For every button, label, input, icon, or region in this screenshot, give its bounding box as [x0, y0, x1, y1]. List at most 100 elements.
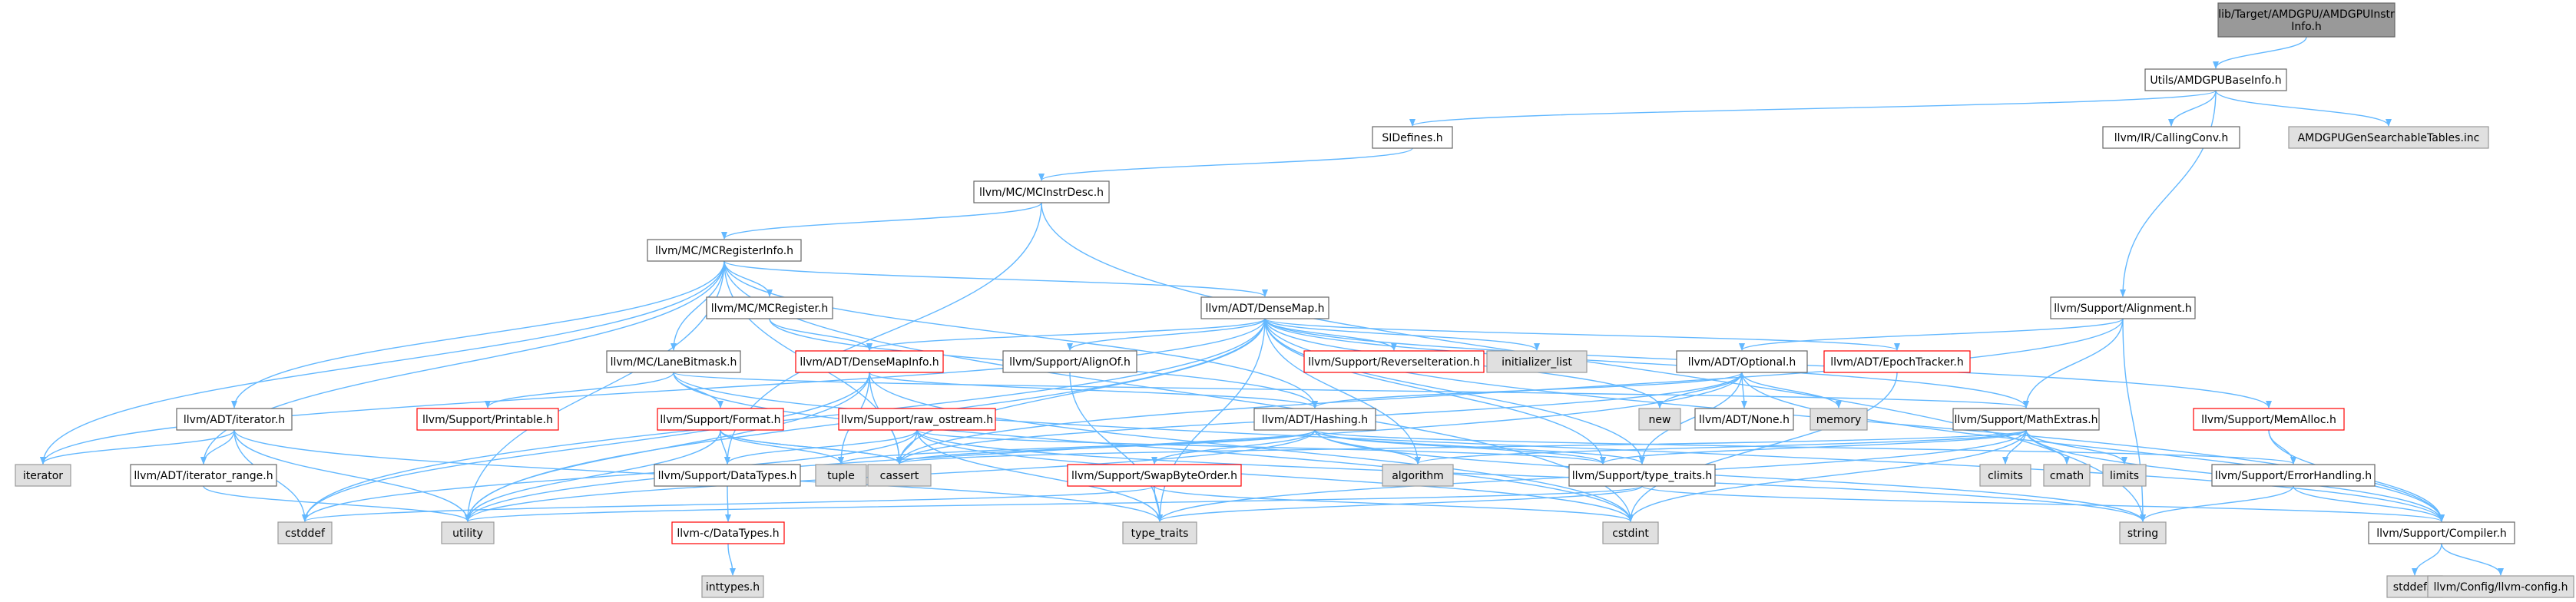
node-label: llvm/Support/type_traits.h [1572, 470, 1713, 482]
node-box [1002, 350, 1137, 373]
edge-iterator_h-to-iterrange [200, 429, 235, 465]
node-cstdint[interactable]: cstdint [1602, 521, 1659, 544]
node-errorhandling[interactable]: llvm/Support/ErrorHandling.h [2211, 464, 2376, 487]
node-new[interactable]: new [1638, 408, 1681, 431]
edge-mathextras-to-climits [2002, 429, 2027, 465]
node-climits[interactable]: climits [1979, 464, 2031, 487]
node-box [2119, 521, 2167, 544]
node-iterrange[interactable]: llvm/ADT/iterator_range.h [130, 464, 277, 487]
node-label: new [1649, 414, 1671, 426]
node-densemap[interactable]: llvm/ADT/DenseMap.h [1200, 296, 1329, 319]
edge-format-to-cstdio [720, 429, 902, 465]
node-datatypes[interactable]: llvm/Support/DataTypes.h [654, 464, 801, 487]
node-mcinstrdesc[interactable]: llvm/MC/MCInstrDesc.h [973, 180, 1110, 203]
node-llvmconfig[interactable]: llvm/Config/llvm-config.h [2427, 575, 2574, 598]
node-mcreginfo[interactable]: llvm/MC/MCRegisterInfo.h [647, 239, 802, 262]
edge-optional-to-memory [1741, 372, 1842, 408]
node-sidefines[interactable]: SIDefines.h [1372, 126, 1453, 149]
node-cdatatypes[interactable]: llvm-c/DataTypes.h [671, 521, 785, 544]
node-label: lib/Target/AMDGPU/AMDGPUInstr [2218, 8, 2395, 21]
node-format[interactable]: llvm/Support/Format.h [657, 408, 784, 431]
node-mcregister[interactable]: llvm/MC/MCRegister.h [706, 296, 833, 319]
node-reverseiter[interactable]: llvm/Support/ReverseIteration.h [1303, 350, 1485, 373]
node-compiler[interactable]: llvm/Support/Compiler.h [2368, 521, 2515, 544]
node-cassert[interactable]: cassert [867, 464, 932, 487]
node-none[interactable]: llvm/ADT/None.h [1694, 408, 1794, 431]
edge-mcinstrdesc-to-string [1041, 202, 2146, 522]
node-label: cstdint [1612, 528, 1649, 540]
node-box [1067, 464, 1242, 487]
node-string[interactable]: string [2119, 521, 2167, 544]
node-box [1382, 464, 1454, 487]
node-epoch[interactable]: llvm/ADT/EpochTracker.h [1823, 350, 1971, 373]
node-label: llvm/ADT/None.h [1699, 414, 1790, 426]
node-typetraits[interactable]: type_traits [1122, 521, 1197, 544]
node-label: llvm/MC/MCRegister.h [711, 303, 829, 315]
edge-mcreginfo-to-iterator [40, 260, 725, 465]
edge-errorhandling-to-compiler [2293, 485, 2445, 522]
node-box [130, 464, 277, 487]
node-cstddef[interactable]: cstddef [277, 521, 333, 544]
node-cmath[interactable]: cmath [2043, 464, 2091, 487]
node-typetraits_h[interactable]: llvm/Support/type_traits.h [1568, 464, 1716, 487]
node-initlist[interactable]: initializer_list [1486, 350, 1588, 373]
node-utility[interactable]: utility [441, 521, 495, 544]
node-box [1809, 408, 1868, 431]
node-box [2193, 408, 2345, 431]
edge-mcregister-to-densemapinfo [769, 318, 872, 351]
node-densemapinfo[interactable]: llvm/ADT/DenseMapInfo.h [795, 350, 944, 373]
node-baseinfo[interactable]: Utils/AMDGPUBaseInfo.h [2144, 68, 2287, 91]
node-label: llvm/MC/MCInstrDesc.h [979, 187, 1104, 199]
node-label: llvm/ADT/DenseMapInfo.h [800, 356, 939, 369]
node-limits[interactable]: limits [2102, 464, 2147, 487]
node-alignof[interactable]: llvm/Support/AlignOf.h [1002, 350, 1137, 373]
node-inttypes[interactable]: inttypes.h [701, 575, 764, 598]
node-box [2043, 464, 2091, 487]
edge-rawostream-to-typetraits [916, 429, 1163, 522]
node-label: memory [1816, 414, 1862, 426]
node-printable[interactable]: llvm/Support/Printable.h [416, 408, 559, 431]
node-algorithm[interactable]: algorithm [1382, 464, 1454, 487]
edge-hashing-to-tuple [838, 429, 1316, 465]
node-tuple[interactable]: tuple [815, 464, 867, 487]
edge-densemap-to-alignof [1067, 318, 1266, 351]
node-hashing[interactable]: llvm/ADT/Hashing.h [1253, 408, 1376, 431]
edge-mathextras-to-cstring [1600, 429, 2027, 465]
node-rawostream[interactable]: llvm/Support/raw_ostream.h [838, 408, 996, 431]
node-box [973, 180, 1110, 203]
edge-alignment-to-mathextras [2023, 318, 2124, 408]
node-box [277, 521, 333, 544]
node-box [867, 464, 932, 487]
edge-iterrange-to-utility [203, 485, 471, 522]
edge-mcreginfo-to-densemap [723, 260, 1268, 297]
edge-format-to-utility [465, 429, 721, 522]
node-alignment[interactable]: llvm/Support/Alignment.h [2050, 296, 2196, 319]
node-box [2102, 464, 2147, 487]
edge-mathextras-to-cassert [896, 429, 2027, 465]
edge-densemapinfo-to-utility [465, 372, 870, 522]
node-iterator[interactable]: iterator [15, 464, 71, 487]
node-iterator_h[interactable]: llvm/ADT/iterator.h [176, 408, 293, 431]
node-swapbyteorder[interactable]: llvm/Support/SwapByteOrder.h [1067, 464, 1242, 487]
node-memory[interactable]: memory [1809, 408, 1868, 431]
edge-baseinfo-to-searchable [2215, 90, 2392, 127]
node-label: llvm/Support/ReverseIteration.h [1308, 356, 1479, 369]
edge-densemap-to-epoch [1264, 318, 1900, 351]
node-optional[interactable]: llvm/ADT/Optional.h [1676, 350, 1808, 373]
edge-densemap-to-initlist [1264, 318, 1540, 351]
node-lanebitmask[interactable]: llvm/MC/LaneBitmask.h [606, 350, 741, 373]
node-label: llvm/MC/LaneBitmask.h [611, 356, 737, 369]
edge-optional-to-new [1657, 372, 1743, 408]
node-memalloc[interactable]: llvm/Support/MemAlloc.h [2193, 408, 2345, 431]
node-box [15, 464, 71, 487]
node-mathextras[interactable]: llvm/Support/MathExtras.h [1952, 408, 2100, 431]
node-box [606, 350, 741, 373]
node-searchable[interactable]: AMDGPUGenSearchableTables.inc [2288, 126, 2489, 149]
node-callingconv[interactable]: llvm/IR/CallingConv.h [2102, 126, 2240, 149]
node-label: llvm/Support/MathExtras.h [1954, 414, 2098, 426]
edge-optional-to-typetraits_h [1639, 372, 1743, 465]
edge-rawostream-to-cstring [916, 429, 1606, 465]
node-label: cstddef [285, 528, 326, 540]
